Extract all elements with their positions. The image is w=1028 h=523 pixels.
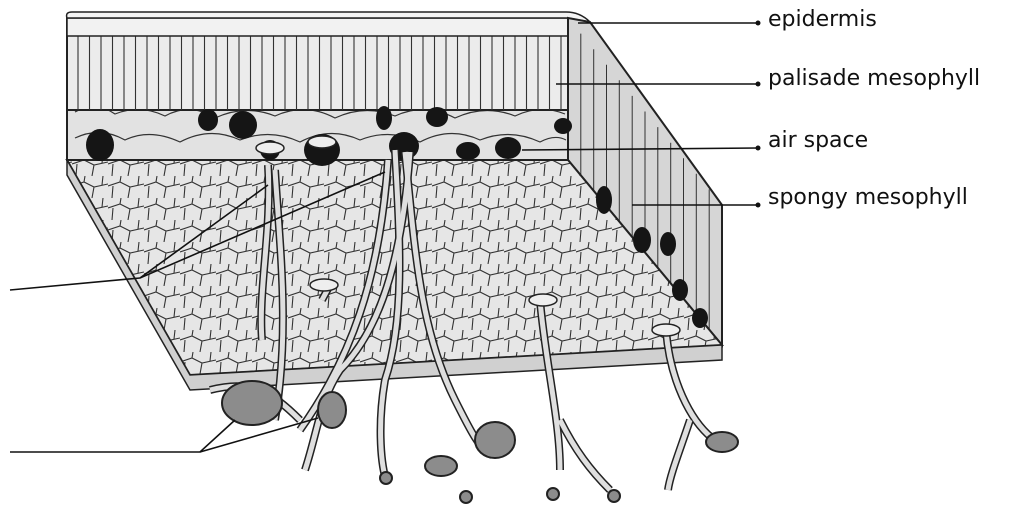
- air-space-blob: [692, 308, 708, 328]
- palisade-layer-front: [67, 18, 568, 110]
- stoma-cap: [310, 279, 338, 291]
- air-space-blob: [672, 279, 688, 301]
- air-space-blob: [86, 129, 114, 161]
- air-space-blob: [198, 109, 218, 131]
- spore: [318, 392, 346, 428]
- air-space-blob: [495, 137, 521, 159]
- air-space-blob: [596, 186, 612, 214]
- stoma-cap: [529, 294, 557, 306]
- spore: [475, 422, 515, 458]
- label-spongy-mesophyll: spongy mesophyll: [768, 187, 968, 209]
- air-space-blob: [229, 111, 257, 139]
- unlabeled-pointer-lower: [10, 420, 235, 452]
- air-space-blob: [456, 142, 480, 160]
- spore: [608, 490, 620, 502]
- spore: [222, 381, 282, 425]
- spore: [547, 488, 559, 500]
- label-epidermis: epidermis: [768, 9, 877, 31]
- label-air-space: air space: [768, 130, 868, 152]
- air-space-blob: [660, 232, 676, 256]
- spore: [706, 432, 738, 452]
- spore: [425, 456, 457, 476]
- pointer-dots: [756, 21, 761, 208]
- stoma-cap: [256, 142, 284, 154]
- spore: [460, 491, 472, 503]
- label-palisade-mesophyll: palisade mesophyll: [768, 68, 980, 90]
- stoma-cap: [652, 324, 680, 336]
- air-space-blob: [633, 227, 651, 253]
- air-space-blob: [554, 118, 572, 134]
- air-space-blob: [426, 107, 448, 127]
- air-space-blob: [376, 106, 392, 130]
- spore: [380, 472, 392, 484]
- stoma-cap: [308, 136, 336, 148]
